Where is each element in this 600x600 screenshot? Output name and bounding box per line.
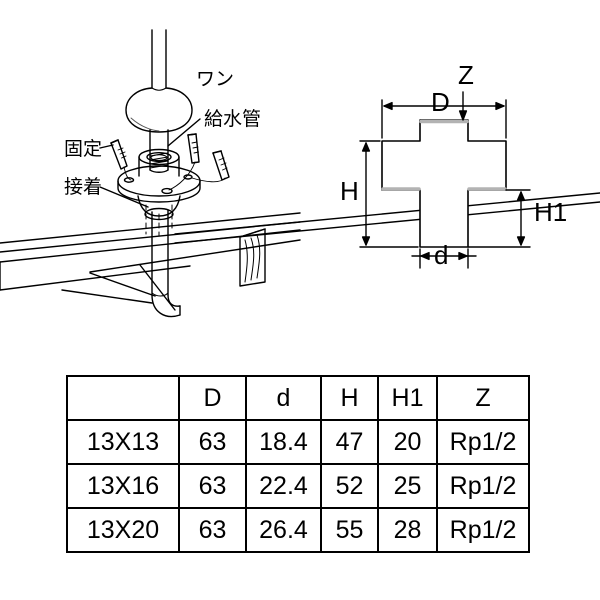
cell-D: 63 [178, 507, 247, 553]
cell-model: 13X20 [66, 507, 180, 553]
header-cell-H1: H1 [377, 375, 438, 421]
dimension-Z [458, 91, 468, 121]
wan-cup-icon [125, 87, 193, 133]
header-cell-Z: Z [436, 375, 530, 421]
cross-section-profile [381, 119, 507, 248]
wood-post [239, 228, 266, 287]
cell-H: 55 [320, 507, 379, 553]
dim-label-d: d [434, 240, 449, 270]
cell-d: 18.4 [245, 419, 322, 465]
cell-H1: 20 [377, 419, 438, 465]
supply-pipe-upper [151, 29, 167, 89]
header-cell-H: H [320, 375, 379, 421]
cell-model: 13X16 [66, 463, 180, 509]
cell-H: 47 [320, 419, 379, 465]
dimension-d [411, 248, 477, 269]
screw-leader-curves [123, 161, 226, 191]
table-header: D d H H1 Z [66, 375, 530, 421]
header-cell-name [66, 375, 180, 421]
spec-table: D d H H1 Z 13X13 63 18.4 47 20 Rp1/2 13X… [66, 375, 530, 553]
dim-label-Z: Z [458, 60, 474, 90]
floor-structure [0, 192, 600, 311]
header-cell-D: D [178, 375, 247, 421]
section-shading [381, 119, 507, 191]
dimension-H [359, 140, 419, 248]
cell-H1: 28 [377, 507, 438, 553]
cell-model: 13X13 [66, 419, 180, 465]
assembly-leader-lines [99, 118, 201, 237]
dim-label-D: D [431, 87, 450, 117]
cell-D: 63 [178, 419, 247, 465]
label-supply-pipe: 給水管 [204, 108, 262, 130]
label-adhesive: 接着 [64, 176, 103, 198]
cell-D: 63 [178, 463, 247, 509]
table-body: 13X13 63 18.4 47 20 Rp1/2 13X16 63 22.4 … [66, 419, 530, 553]
wood-screw-right [212, 150, 230, 181]
wood-screw-left [110, 139, 128, 170]
label-wan: ワン [196, 68, 235, 90]
cell-H1: 25 [377, 463, 438, 509]
cell-d: 22.4 [245, 463, 322, 509]
dimension-D [381, 99, 507, 139]
table-row: 13X20 63 26.4 55 28 Rp1/2 [66, 507, 530, 553]
label-fixing: 固定 [64, 138, 103, 160]
cell-d: 26.4 [245, 507, 322, 553]
wood-grain [244, 234, 261, 283]
cell-H: 52 [320, 463, 379, 509]
dimension-H1 [467, 189, 531, 248]
cell-Z: Rp1/2 [436, 419, 530, 465]
cell-Z: Rp1/2 [436, 507, 530, 553]
header-cell-d: d [245, 375, 322, 421]
dim-label-H1: H1 [534, 197, 568, 227]
dim-label-H: H [340, 176, 359, 206]
table-header-row: D d H H1 Z [66, 375, 530, 421]
wood-screw-center [187, 133, 200, 164]
table-row: 13X13 63 18.4 47 20 Rp1/2 [66, 419, 530, 465]
flange-fitting [117, 148, 201, 221]
cell-Z: Rp1/2 [436, 463, 530, 509]
table-row: 13X16 63 22.4 52 25 Rp1/2 [66, 463, 530, 509]
under-floor-pipe [61, 209, 181, 318]
